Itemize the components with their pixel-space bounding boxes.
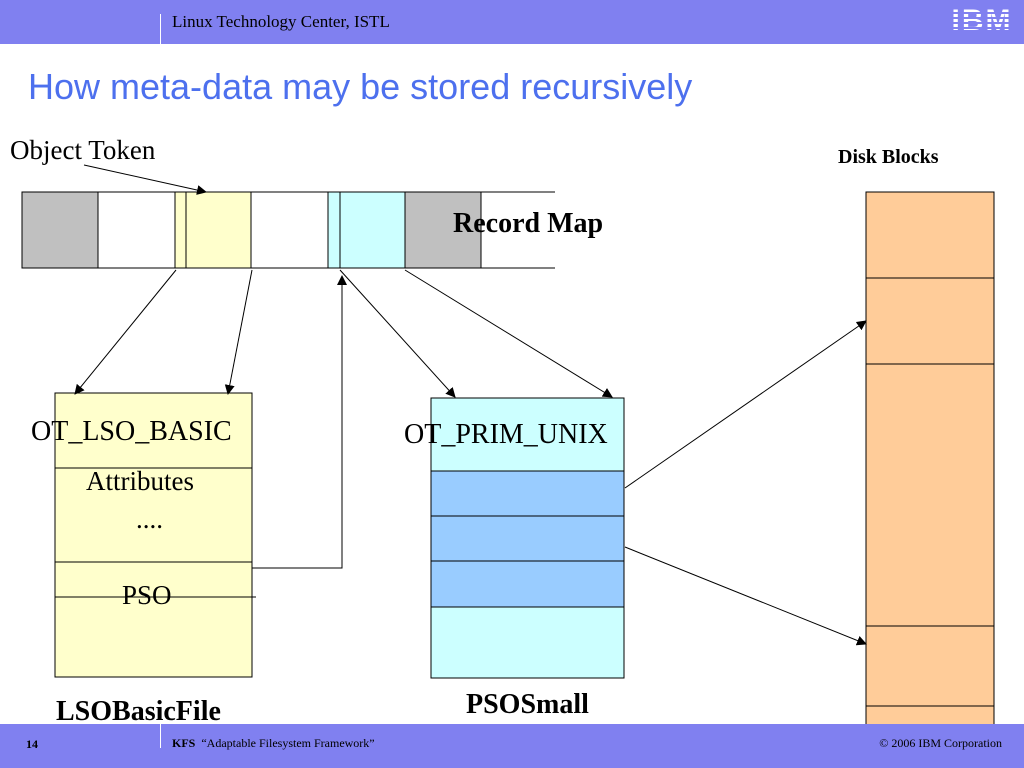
footer-project: KFS “Adaptable Filesystem Framework”	[172, 736, 375, 751]
pso-small-label: PSOSmall	[466, 689, 589, 720]
record-cell-5	[327, 191, 406, 269]
footer-project-name: KFS	[172, 736, 196, 750]
lso-arrow-left	[74, 269, 177, 395]
pso-small-box	[430, 397, 625, 679]
logo-text: IBM	[946, 4, 1018, 38]
record-cell-4	[250, 191, 329, 269]
pso-block-2	[430, 515, 625, 562]
page-number: 14	[26, 737, 38, 751]
footer-divider	[160, 724, 161, 748]
record-cell-2	[97, 191, 176, 269]
record-cell-6	[404, 191, 482, 269]
footer-bar	[0, 724, 1024, 768]
pso-arrow-right	[404, 269, 613, 398]
lso-basic-type-label: OT_LSO_BASIC	[31, 416, 232, 447]
slide-title: How meta-data may be stored recursively	[28, 66, 693, 107]
disk-blocks-column	[865, 191, 995, 737]
disk-arrow-lower	[624, 546, 867, 646]
pso-arrow-left	[339, 269, 456, 398]
record-cell-3	[174, 191, 252, 269]
object-token-arrow	[83, 164, 207, 195]
header-bar	[0, 0, 1024, 44]
pso-link-arrow	[252, 275, 347, 569]
disk-blocks-label: Disk Blocks	[838, 146, 939, 168]
header-org: Linux Technology Center, ISTL	[172, 12, 390, 31]
lso-pso-label: PSO	[122, 580, 172, 610]
header-divider	[160, 14, 161, 44]
record-map-label: Record Map	[453, 208, 604, 239]
prim-unix-type-label: OT_PRIM_UNIX	[404, 419, 608, 450]
footer-copyright: © 2006 IBM Corporation	[879, 736, 1002, 750]
footer-project-desc: “Adaptable Filesystem Framework”	[201, 736, 375, 750]
object-token-label: Object Token	[10, 135, 156, 165]
disk-arrow-upper	[624, 320, 867, 489]
ibm-logo: IBM	[946, 4, 1018, 38]
pso-block-3	[430, 560, 625, 608]
lso-ellipsis-label: ....	[136, 504, 163, 534]
lso-arrow-right	[224, 269, 253, 395]
pso-block-1	[430, 470, 625, 517]
lso-file-label: LSOBasicFile	[56, 696, 221, 727]
record-cell-1	[21, 191, 99, 269]
lso-attributes-label: Attributes	[86, 466, 194, 496]
record-map-row	[21, 191, 555, 269]
lso-basic-box	[54, 392, 256, 678]
